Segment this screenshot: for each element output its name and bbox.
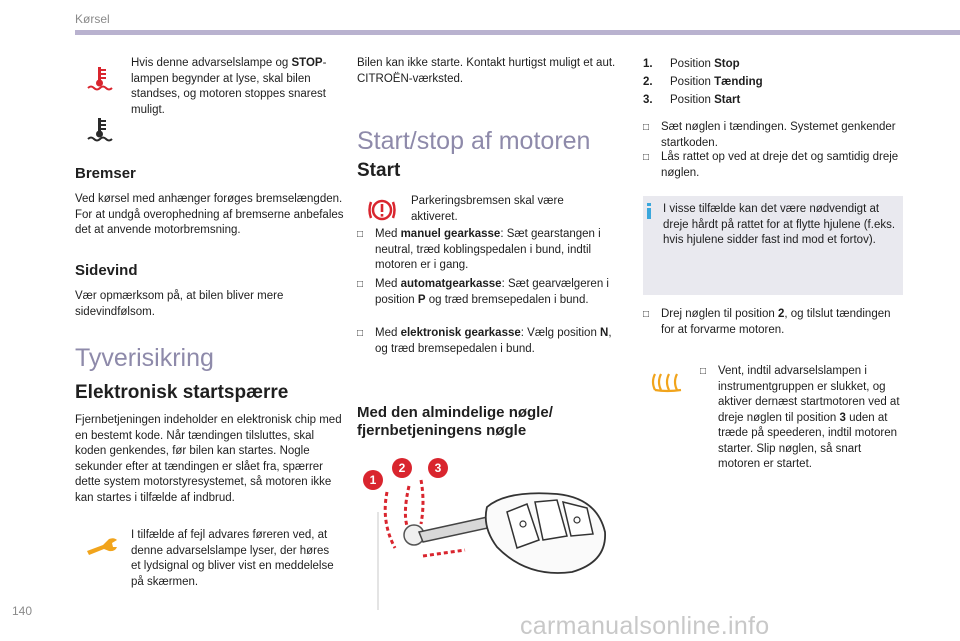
warning-lamp-text: Hvis denne advarselslampe og STOP-lampen… <box>131 57 327 116</box>
wrench-icon <box>84 530 120 562</box>
startspaerre-text: Fjernbetjeningen indeholder en elektroni… <box>75 414 342 504</box>
contact-workshop-text: Bilen kan ikke starte. Kontakt hurtigst … <box>357 57 616 85</box>
heading-start-stop: Start/stop af motoren <box>357 127 591 155</box>
key-position-list: 1.Position Stop 2.Position Tænding 3.Pos… <box>643 55 763 109</box>
coolant-temp-dark-icon <box>84 114 116 146</box>
parking-brake-warning-icon <box>366 194 398 226</box>
info-icon <box>647 203 651 219</box>
heading-startspaerre: Elektronisk startspærre <box>75 382 289 403</box>
bremser-text: Ved kørsel med anhænger forøges bremselæ… <box>75 193 344 236</box>
heading-sidevind: Sidevind <box>75 262 138 279</box>
info-text: I visse tilfælde kan det være nødvendigt… <box>663 203 896 246</box>
parking-brake-note: Parkeringsbremsen skal være aktiveret. <box>411 195 564 223</box>
info-box <box>643 196 903 295</box>
key-ignition-illustration: 1 2 3 <box>363 458 606 610</box>
key-label-2: 2 <box>399 461 406 475</box>
header-bar <box>75 30 960 35</box>
section-header: Kørsel <box>75 12 110 26</box>
position-item: 1.Position Stop <box>643 58 740 70</box>
sidevind-text: Vær opmærksom på, at bilen bliver mere s… <box>75 290 284 318</box>
bullet-start-engine: □ Vent, indtil advarselslampen i instrum… <box>700 365 900 470</box>
position-item: 2.Position Tænding <box>643 76 763 88</box>
glow-plug-icon <box>650 366 686 398</box>
key-label-3: 3 <box>435 461 442 475</box>
key-label-1: 1 <box>370 473 377 487</box>
heading-key: Med den almindelige nøgle/ fjernbetjenin… <box>357 404 553 439</box>
bullet-electronic-gearbox: □ Med elektronisk gearkasse: Vælg positi… <box>357 327 612 355</box>
heading-tyverisikring: Tyverisikring <box>75 344 214 372</box>
heading-start: Start <box>357 160 401 181</box>
page-number: 140 <box>12 604 33 618</box>
position-item: 3.Position Start <box>643 94 741 106</box>
bullet-auto-gearbox: □ Med automatgearkasse: Sæt gearvælgeren… <box>357 278 609 306</box>
bullet-preheat: □ Drej nøglen til position 2, og tilslut… <box>643 308 891 336</box>
bullet-unlock-steering: □Lås rattet op ved at dreje det og samti… <box>643 151 899 179</box>
watermark: carmanualsonline.info <box>520 612 770 640</box>
heading-bremser: Bremser <box>75 165 136 182</box>
fault-note: I tilfælde af fejl advares føreren ved, … <box>131 529 334 588</box>
bullet-manual-gearbox: □ Med manuel gearkasse: Sæt gearstangen … <box>357 228 601 271</box>
bullet-insert-key: □Sæt nøglen i tændingen. Systemet genken… <box>643 121 896 149</box>
coolant-temp-red-icon <box>84 63 116 95</box>
